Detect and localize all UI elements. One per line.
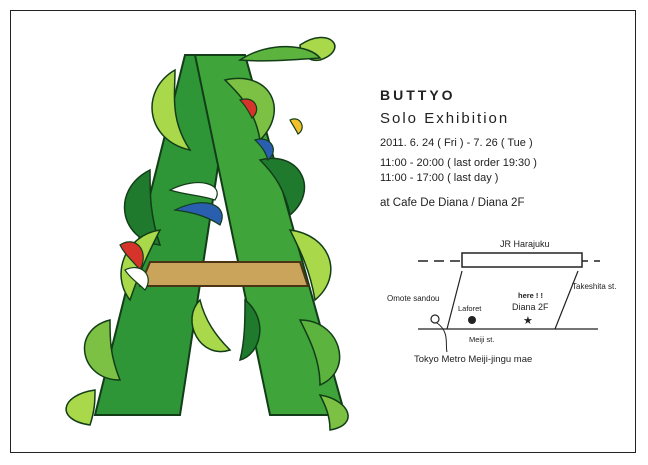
metro-label: Tokyo Metro Meiji-jingu mae	[414, 354, 532, 365]
laforet-marker	[468, 316, 476, 324]
here-label: here ! !	[518, 291, 543, 300]
venue-text: at Cafe De Diana / Diana 2F	[380, 197, 525, 209]
meiji-street	[446, 270, 463, 330]
artist-name: BUTTYO	[380, 87, 456, 103]
exhibition-subtitle: Solo Exhibition	[380, 110, 510, 127]
metro-pointer-line	[436, 322, 448, 353]
takeshita-street	[554, 270, 579, 330]
laforet-label: Laforet	[458, 304, 482, 313]
jr-harajuku-station	[461, 252, 583, 268]
diana-label: Diana 2F	[512, 302, 549, 312]
meiji-st-label: Meiji st.	[469, 335, 494, 344]
diana-star-icon: ★	[523, 315, 533, 327]
metro-station-marker	[430, 314, 440, 324]
last-day-hours: 11:00 - 17:00 ( last day )	[380, 172, 499, 184]
regular-hours: 11:00 - 20:00 ( last order 19:30 )	[380, 157, 537, 169]
omotesando-label: Omote sandou	[387, 294, 439, 303]
accent-swirls	[119, 98, 303, 291]
jr-harajuku-label: JR Harajuku	[500, 239, 550, 249]
takeshita-label: Takeshita st.	[572, 282, 616, 291]
exhibition-dates: 2011. 6. 24 ( Fri ) - 7. 26 ( Tue )	[380, 137, 533, 149]
